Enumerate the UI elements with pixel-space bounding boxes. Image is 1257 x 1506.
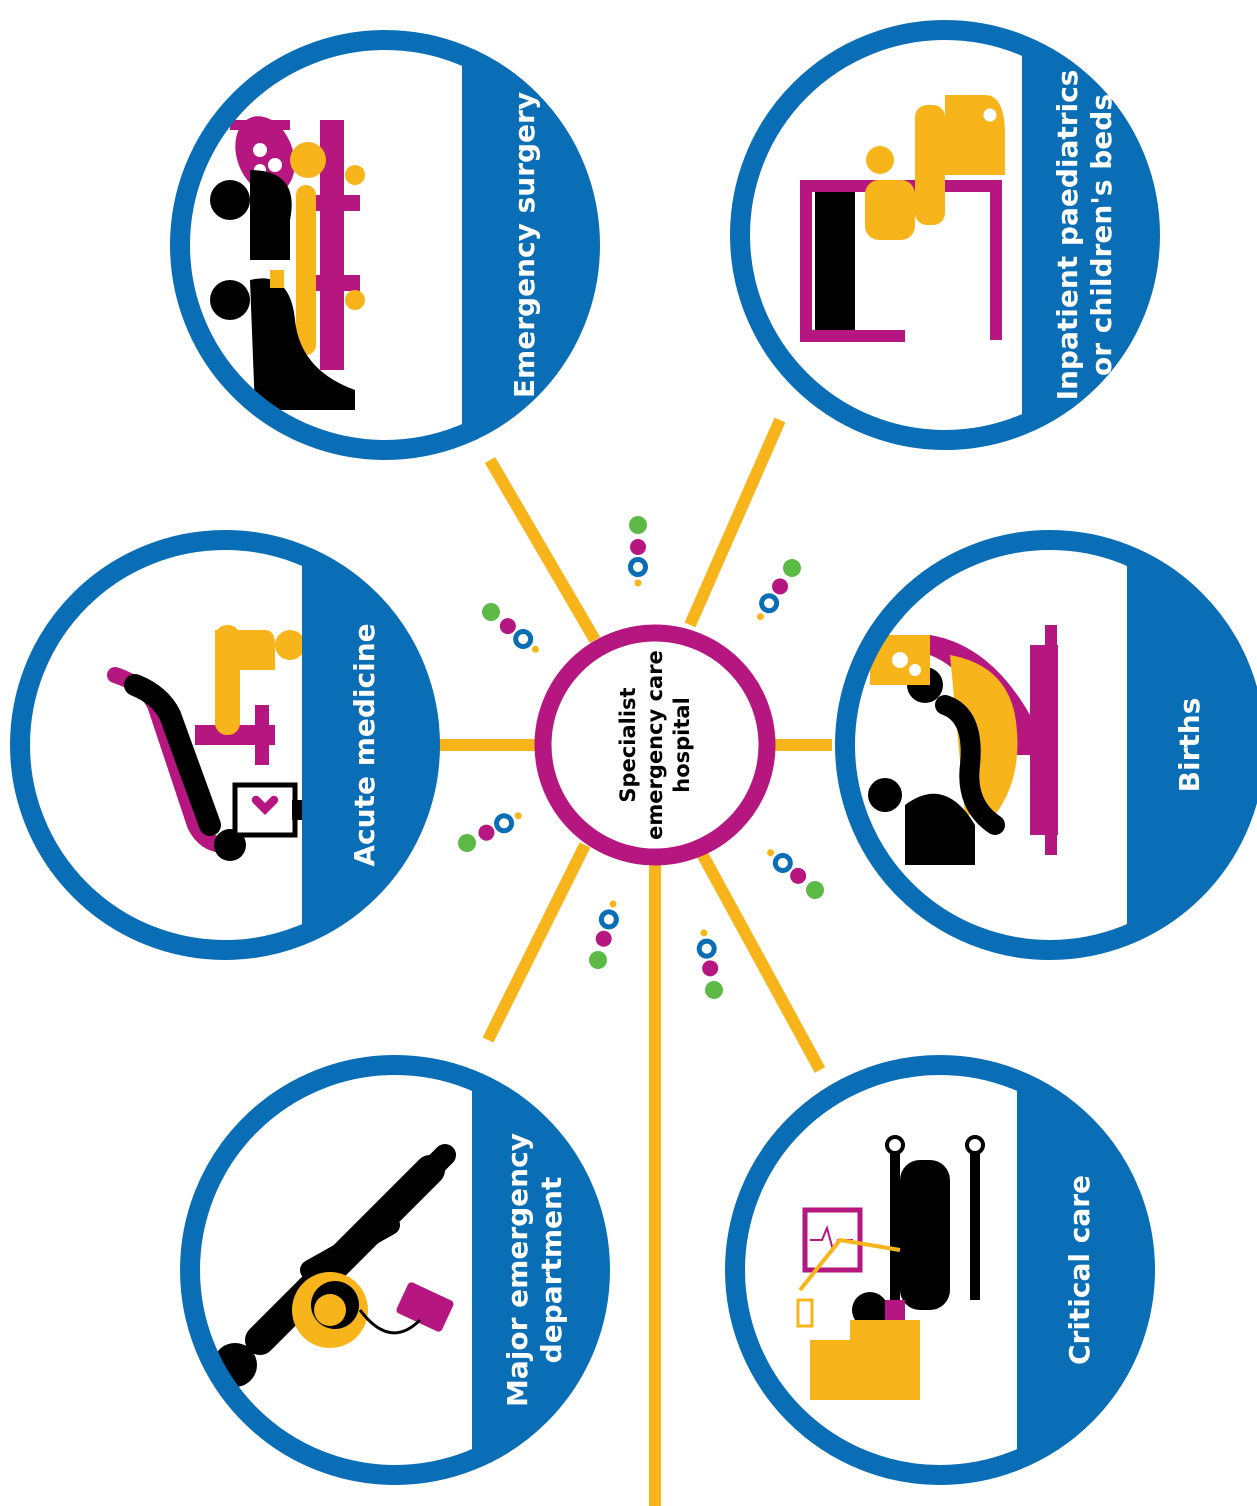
service-acute-medicine: Acute medicine <box>10 530 440 960</box>
hub-title-line: emergency care <box>643 650 667 840</box>
dot-chain <box>696 929 723 999</box>
service-label-line: Emergency surgery <box>508 92 541 398</box>
service-label: Acute medicine <box>348 623 381 866</box>
dot-chain <box>767 849 824 899</box>
service-label-line: Major emergency <box>501 1133 534 1407</box>
yellow-dot <box>756 613 764 621</box>
service-label: Inpatient paediatricsor children's beds <box>1051 70 1118 401</box>
service-critical-care: Critical care <box>725 1055 1155 1485</box>
service-label: Major emergencydepartment <box>501 1133 568 1407</box>
blue-ring-dot <box>696 938 717 959</box>
service-circles: Emergency surgery Inpatient paediatricsor… <box>10 20 1257 1485</box>
yellow-dot <box>767 849 775 857</box>
connector-lines <box>435 417 832 1506</box>
magenta-dot <box>595 930 612 947</box>
green-dot <box>629 516 647 534</box>
service-label-line: Inpatient paediatrics <box>1051 70 1084 401</box>
service-circle-ring <box>180 1055 610 1485</box>
connector-major-emergency-department <box>482 842 591 1043</box>
service-label: Emergency surgery <box>508 92 541 398</box>
magenta-dot <box>772 578 789 595</box>
yellow-dot <box>634 579 642 587</box>
service-label-line: department <box>535 1177 568 1364</box>
magenta-dot <box>478 824 495 841</box>
service-label-line: Births <box>1173 698 1206 793</box>
connector-critical-care <box>694 847 826 1073</box>
magenta-dot <box>790 867 807 884</box>
green-dot <box>705 981 723 999</box>
surgery-icon <box>210 116 365 410</box>
connector-emergency-surgery <box>484 456 601 644</box>
service-births: Births <box>835 530 1257 960</box>
service-major-emergency-department: Major emergencydepartment <box>180 1055 610 1485</box>
blue-ring-dot <box>759 593 780 614</box>
hub-title-line: Specialist <box>616 687 640 802</box>
dot-chain <box>589 900 619 969</box>
green-dot <box>589 951 607 969</box>
green-dot <box>806 881 824 899</box>
green-dot <box>482 603 500 621</box>
yellow-dot <box>531 645 539 653</box>
blue-ring-dot <box>494 813 515 834</box>
dot-chain <box>628 516 648 587</box>
decorative-dots <box>458 516 824 999</box>
dot-chain <box>458 812 522 852</box>
births-icon <box>868 625 1058 865</box>
service-circle-ring <box>835 530 1257 960</box>
service-label-line: Critical care <box>1063 1175 1096 1365</box>
service-circle-ring <box>730 20 1160 450</box>
dot-chain <box>756 559 801 621</box>
acute-medicine-icon <box>107 625 305 861</box>
magenta-dot <box>630 539 646 555</box>
service-circle-ring <box>170 30 600 460</box>
service-emergency-surgery: Emergency surgery <box>170 30 600 460</box>
green-dot <box>783 559 801 577</box>
paediatrics-bed-icon <box>800 95 1005 342</box>
service-label-line: or children's beds <box>1085 94 1118 376</box>
service-circle-ring <box>725 1055 1155 1485</box>
green-dot <box>458 834 476 852</box>
yellow-dot <box>609 900 617 908</box>
magenta-dot <box>499 618 516 635</box>
service-label-line: Acute medicine <box>348 623 381 866</box>
blue-ring-dot <box>772 853 793 874</box>
hub-title-line: hospital <box>670 697 694 793</box>
magenta-dot <box>702 960 719 977</box>
service-label: Critical care <box>1063 1175 1096 1365</box>
yellow-dot <box>700 929 708 937</box>
service-label: Births <box>1173 698 1206 793</box>
blue-ring-dot <box>598 909 619 930</box>
service-inpatient-paediatrics: Inpatient paediatricsor children's beds <box>730 20 1160 450</box>
critical-care-icon <box>796 1135 985 1400</box>
connector-inpatient-paediatrics <box>684 417 786 628</box>
yellow-dot <box>514 812 522 820</box>
emergency-department-icon <box>213 1144 456 1387</box>
dot-chain <box>482 603 539 653</box>
blue-ring-dot <box>513 628 534 649</box>
service-circle-ring <box>10 530 440 960</box>
blue-ring-dot <box>628 557 648 577</box>
